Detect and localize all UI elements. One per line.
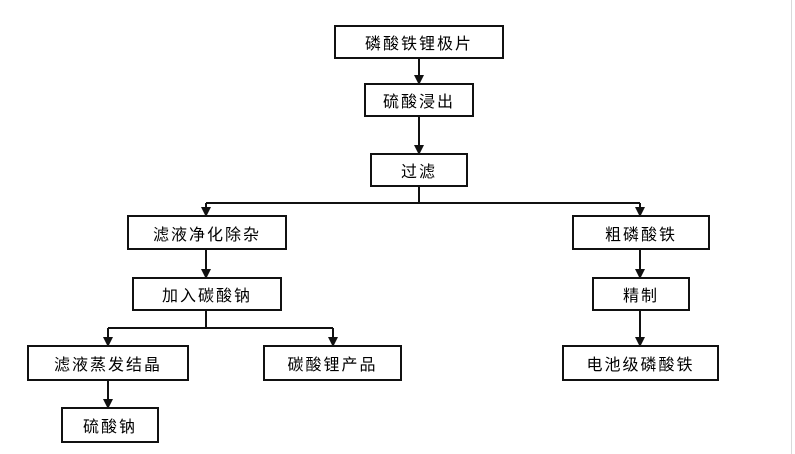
node-refining: 精制 bbox=[592, 277, 690, 311]
node-filtration: 过滤 bbox=[370, 153, 468, 187]
node-lithium-carbonate-product: 碳酸锂产品 bbox=[263, 345, 402, 381]
node-battery-grade-iron-phosphate: 电池级磷酸铁 bbox=[562, 345, 719, 381]
node-crude-iron-phosphate: 粗磷酸铁 bbox=[572, 215, 710, 250]
right-border-line bbox=[791, 0, 792, 454]
node-filtrate-evaporation-crystallization: 滤液蒸发结晶 bbox=[27, 345, 189, 381]
node-add-sodium-carbonate: 加入碳酸钠 bbox=[132, 277, 282, 311]
node-sulfuric-acid-leaching: 硫酸浸出 bbox=[364, 83, 474, 117]
node-filtrate-purification: 滤液净化除杂 bbox=[127, 215, 287, 250]
node-sodium-sulfate: 硫酸钠 bbox=[61, 407, 159, 443]
node-lfp-electrode: 磷酸铁锂极片 bbox=[334, 25, 504, 59]
